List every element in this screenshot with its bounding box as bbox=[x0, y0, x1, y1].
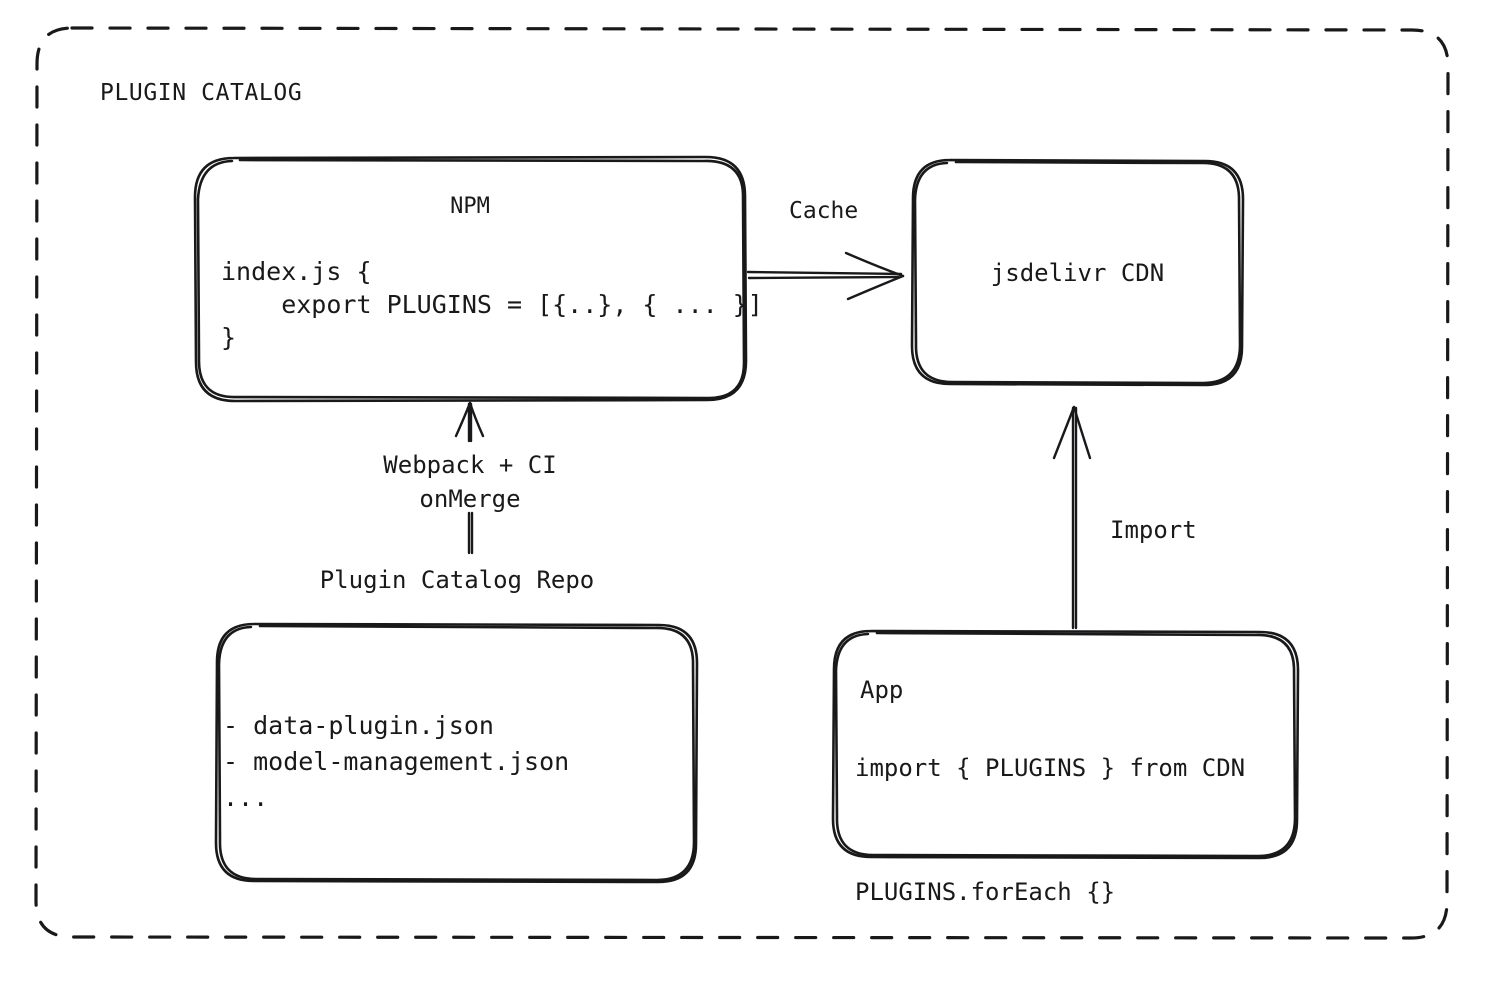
edge-npm-to-cdn bbox=[746, 251, 905, 301]
cdn-node-title: jsdelivr CDN bbox=[990, 259, 1165, 287]
plugin-catalog-container-border bbox=[34, 26, 1450, 940]
edge-label-webpack-ci: Webpack + CI onMerge bbox=[383, 451, 557, 513]
edge-label-import: Import bbox=[1110, 516, 1197, 544]
repo-node-caption: Plugin Catalog Repo bbox=[319, 566, 595, 594]
npm-node-code: index.js { export PLUGINS = [{..}, { ...… bbox=[221, 257, 763, 352]
app-node-code: import { PLUGINS } from CDN PLUGINS.forE… bbox=[855, 754, 1246, 906]
edge-repo-to-npm bbox=[454, 401, 485, 555]
group-title: PLUGIN CATALOG bbox=[100, 80, 303, 106]
edge-label-cache: Cache bbox=[789, 198, 859, 224]
repo-node-border bbox=[214, 622, 699, 884]
app-node-border bbox=[831, 629, 1300, 860]
repo-node-file-list: - data-plugin.json - model-management.js… bbox=[223, 711, 570, 812]
cdn-node-border bbox=[910, 158, 1245, 387]
app-node-title: App bbox=[860, 676, 904, 704]
npm-node-border bbox=[193, 155, 748, 403]
npm-node-title: NPM bbox=[450, 194, 490, 219]
edge-app-to-cdn bbox=[1052, 405, 1092, 630]
